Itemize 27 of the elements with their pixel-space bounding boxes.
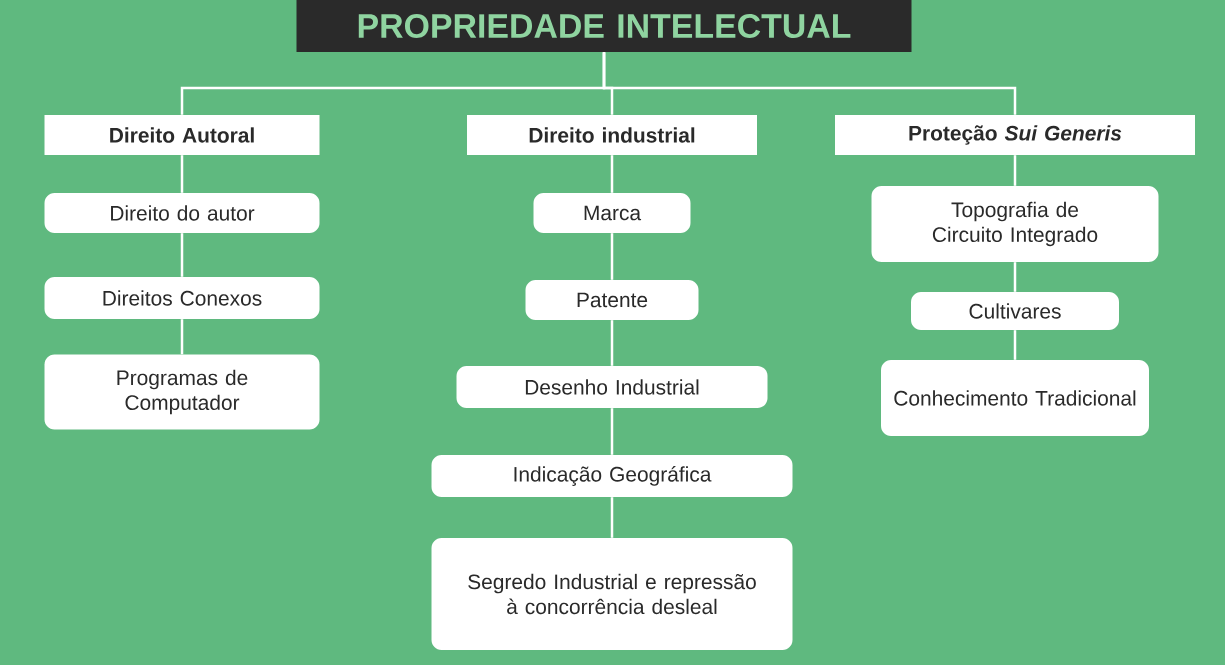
item-box: Direitos Conexos [44,277,320,319]
connector-line [610,320,614,366]
connector-line [610,233,614,280]
item-box: Topografia de Circuito Integrado [871,186,1159,262]
item-box: Programas de Computador [44,354,320,430]
category-box: Direito industrial [467,115,757,155]
item-box: Patente [525,280,699,320]
title-box: PROPRIEDADE INTELECTUAL [296,0,912,52]
category-box: Proteção Sui Generis [835,115,1195,155]
connector-line [610,408,614,455]
category-box: Direito Autoral [44,115,320,155]
item-box: Cultivares [911,292,1119,330]
item-box: Segredo Industrial e repressão à concorrência desleal [431,538,793,650]
item-box: Direito do autor [44,193,320,233]
item-box: Indicação Geográfica [431,455,793,497]
connector-line [180,155,184,193]
connector-line [1013,330,1017,360]
connector-line [610,155,614,193]
connector-line [602,52,1017,115]
item-box: Desenho Industrial [456,366,768,408]
connector-line [1013,155,1017,186]
connector-line [180,319,184,355]
item-box: Marca [533,193,691,233]
connector-line [180,233,184,277]
item-box: Conhecimento Tradicional [881,360,1149,436]
connector-line [1013,262,1017,292]
connector-line [610,497,614,538]
